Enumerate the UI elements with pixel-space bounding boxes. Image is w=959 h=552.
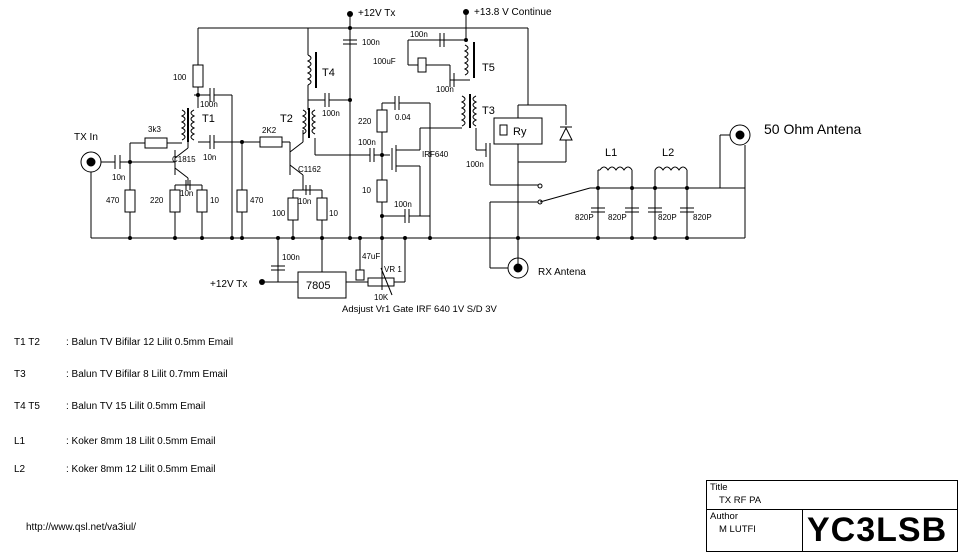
c-100n-gate-label: 100n — [358, 138, 376, 147]
note-t1-t2: T1 T2: Balun TV Bifilar 12 Lilit 0.5mm E… — [14, 337, 234, 348]
author-label: Author — [710, 511, 738, 522]
regulator-label: 7805 — [306, 280, 330, 292]
r-100-q2-label: 100 — [272, 209, 286, 218]
supply-13v8-label: +13.8 V Continue — [474, 7, 552, 18]
rx-antenna-label: RX Antena — [538, 267, 586, 278]
note-l2: L2: Koker 8mm 12 Lilit 0.5mm Email — [14, 464, 216, 475]
t3-label: T3 — [482, 105, 495, 117]
c-10n-q1e-label: 10n — [180, 189, 193, 198]
c-10n-q2-label: 10n — [298, 197, 311, 206]
t5-label: T5 — [482, 62, 495, 74]
c-004-label: 0.04 — [395, 113, 411, 122]
t4-label: T4 — [322, 67, 335, 79]
c-820p-1-label: 820P — [575, 213, 594, 222]
author-cell: Author M LUTFI — [707, 510, 802, 550]
title-value: TX RF PA — [719, 495, 762, 506]
r-220-fet-label: 220 — [358, 117, 372, 126]
t2-label: T2 — [280, 113, 293, 125]
note-l1: L1: Koker 8mm 18 Lilit 0.5mm Email — [14, 436, 216, 447]
q2-label: C1162 — [298, 165, 322, 174]
l2-label: L2 — [662, 147, 674, 159]
c-100n-t4-label: 100n — [322, 109, 340, 118]
r-10-q2-label: 10 — [329, 209, 338, 218]
c-100n-reg-label: 100n — [282, 253, 300, 262]
r-470-q1-label: 470 — [106, 196, 120, 205]
schematic-diagram: +12V Tx +13.8 V Continue TX In 50 Ohm An… — [74, 7, 862, 315]
r-470-q2-label: 470 — [250, 196, 264, 205]
c-100n-src-label: 100n — [394, 200, 412, 209]
callsign: YC3LSB — [807, 511, 948, 549]
q3-label: IRF640 — [422, 150, 449, 159]
note-t3: T3: Balun TV Bifilar 8 Lilit 0.7mm Email — [14, 369, 228, 380]
c-100n-t1-label: 100n — [200, 100, 218, 109]
c-100n-out-label: 100n — [466, 160, 484, 169]
note-t4-t5: T4 T5: Balun TV 15 Lilit 0.5mm Email — [14, 401, 206, 412]
author-value: M LUTFI — [719, 524, 756, 535]
adjust-note: Adsjust Vr1 Gate IRF 640 1V S/D 3V — [342, 304, 498, 315]
title-label: Title — [710, 482, 728, 493]
r-100-top-label: 100 — [173, 73, 187, 82]
c-100n-top-label: 100n — [362, 38, 380, 47]
q1-label: C1815 — [172, 155, 196, 164]
r-3k3-label: 3k3 — [148, 125, 161, 134]
r-10-fet-label: 10 — [362, 186, 371, 195]
c-820p-3-label: 820P — [658, 213, 677, 222]
c-47uF-label: 47uF — [362, 252, 380, 261]
r-220-q1-label: 220 — [150, 196, 164, 205]
vr1-label: VR 1 — [384, 265, 402, 274]
c-10n-t1-label: 10n — [203, 153, 216, 162]
c-10n-in-label: 10n — [112, 173, 125, 182]
supply-12v-bottom-label: +12V Tx — [210, 279, 247, 290]
supply-12v-top-label: +12V Tx — [358, 8, 395, 19]
t1-label: T1 — [202, 113, 215, 125]
vr-value-label: 10K — [374, 293, 389, 302]
c-100n-t5-label: 100n — [410, 30, 428, 39]
title-block: Title TX RF PA Author M LUTFI YC3LSB — [706, 480, 958, 552]
source-url: http://www.qsl.net/va3iul/ — [26, 522, 137, 533]
l1-label: L1 — [605, 147, 617, 159]
tx-in-label: TX In — [74, 132, 98, 143]
relay-label: Ry — [513, 126, 527, 138]
c-820p-2-label: 820P — [608, 213, 627, 222]
title-row: Title TX RF PA — [707, 481, 957, 510]
r-2k2-label: 2K2 — [262, 126, 277, 135]
r-10-q1-label: 10 — [210, 196, 219, 205]
c-100uF-label: 100uF — [373, 57, 396, 66]
c-100n-t5b-label: 100n — [436, 85, 454, 94]
antenna-50ohm-label: 50 Ohm Antena — [764, 121, 862, 137]
c-820p-4-label: 820P — [693, 213, 712, 222]
